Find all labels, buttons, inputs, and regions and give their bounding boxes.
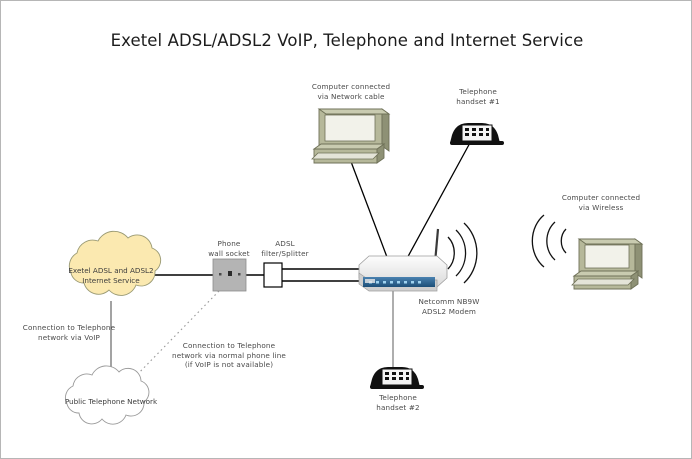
connection-lines (110, 140, 472, 384)
wall-socket-label: Phone wall socket (208, 239, 250, 258)
telephone-2-label: Telephone handset #2 (376, 393, 420, 412)
wired-computer-label: Computer connected via Network cable (311, 82, 391, 101)
wireless-computer-shape (531, 214, 644, 290)
modem-shape (358, 222, 478, 292)
telephone-1-shape (450, 123, 504, 145)
voip-connection-label: Connection to Telephone network via VoIP (22, 323, 116, 342)
wired-computer-shape (311, 108, 391, 164)
normal-line-connection-label: Connection to Telephone network via norm… (172, 341, 286, 369)
adsl-filter-label: ADSL filter/Splitter (261, 239, 309, 258)
modem-label: Netcomm NB9W ADSL2 Modem (418, 297, 480, 316)
internet-cloud-shape (68, 230, 162, 296)
telephone-network-cloud-shape (65, 365, 150, 425)
telephone-network-cloud-label: Public Telephone Network (64, 397, 158, 406)
internet-cloud-label: Exetel ADSL and ADSL2 Internet Service (68, 266, 154, 285)
page-title: Exetel ADSL/ADSL2 VoIP, Telephone and In… (110, 31, 584, 50)
wireless-computer-label: Computer connected via Wireless (561, 193, 641, 212)
adsl-filter-splitter-shape (263, 262, 283, 288)
wall-socket-shape (212, 258, 247, 292)
telephone-1-label: Telephone handset #1 (456, 87, 500, 106)
telephone-2-shape (370, 367, 424, 389)
